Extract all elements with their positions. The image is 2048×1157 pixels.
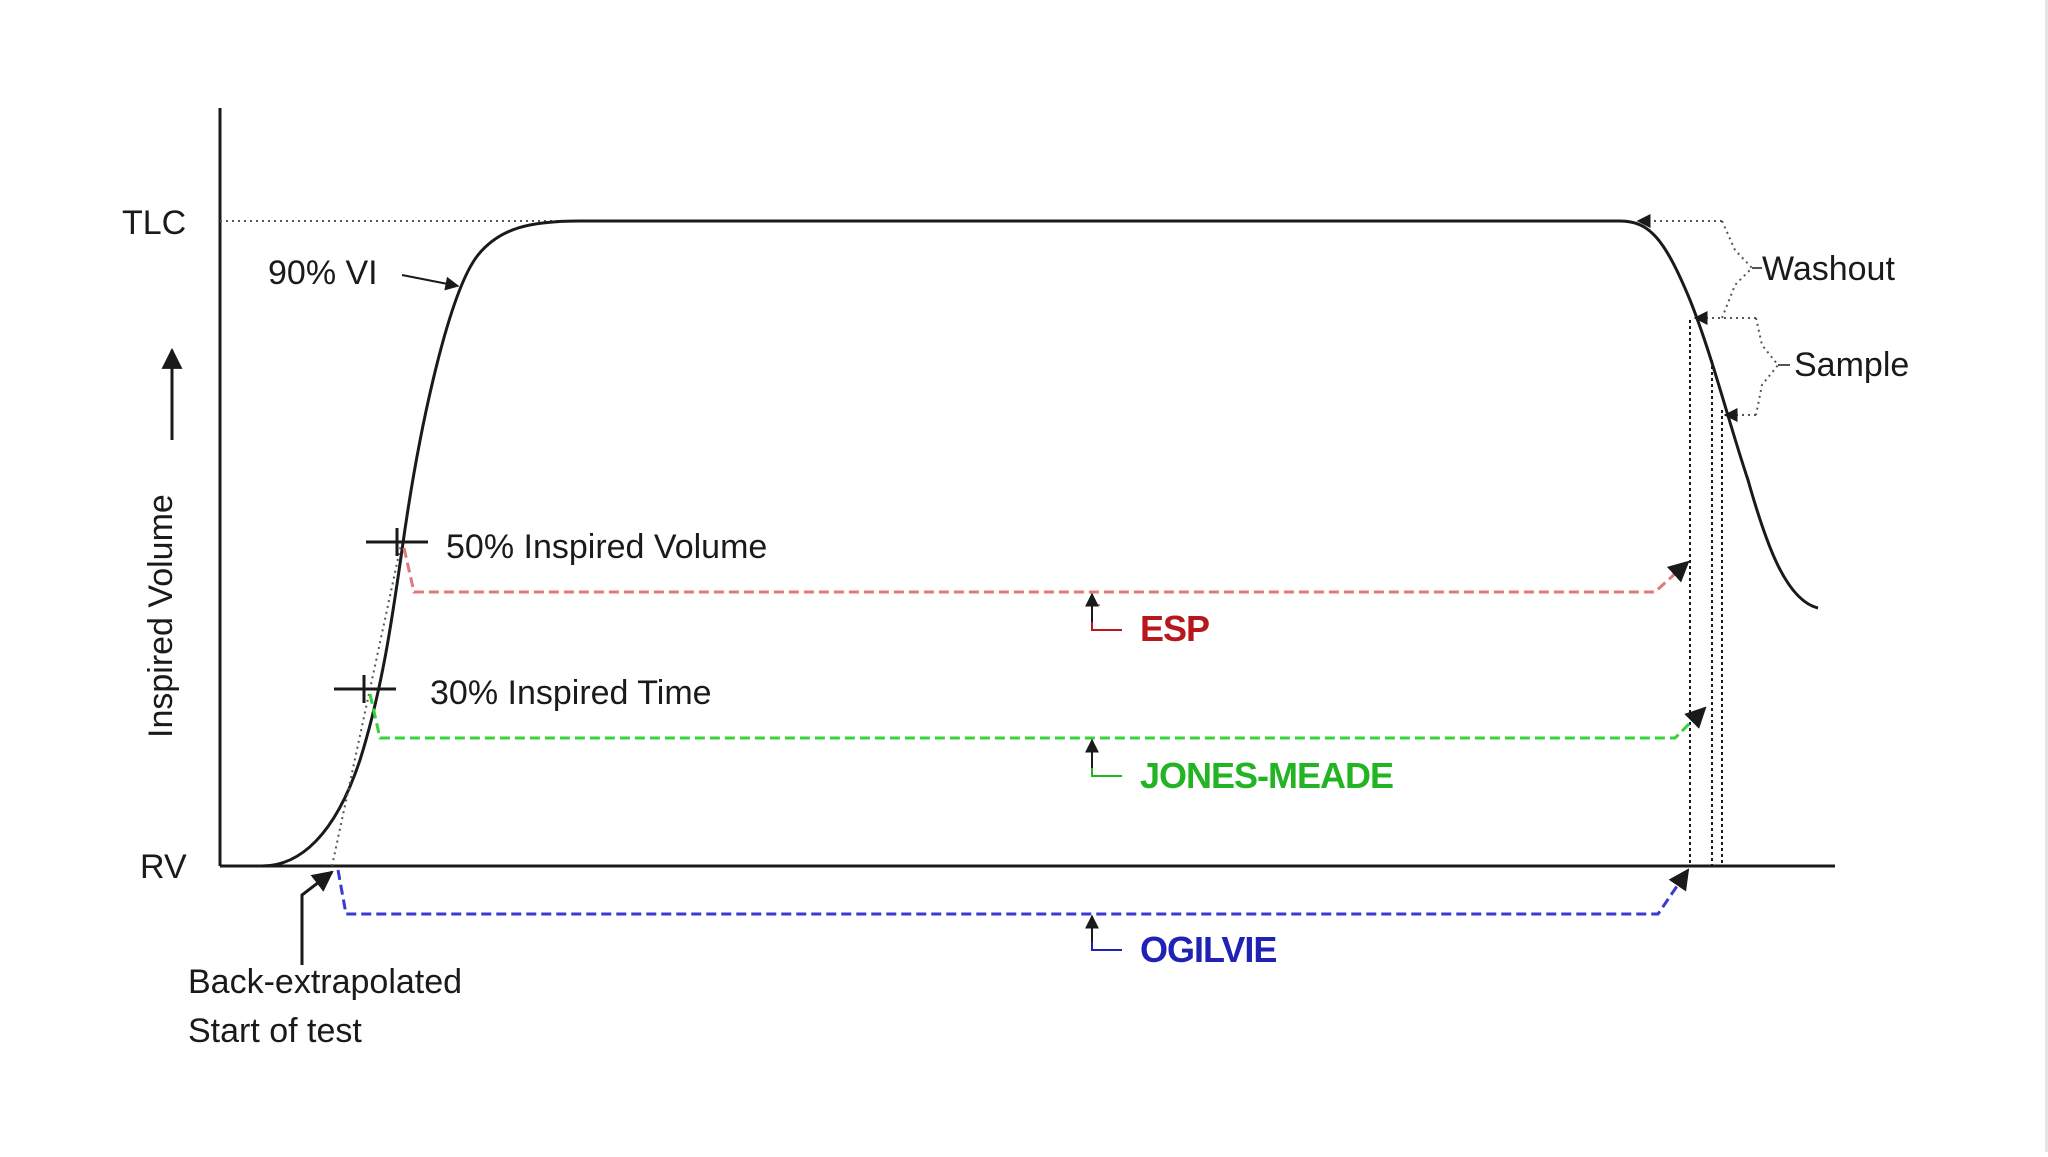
back-extrapolated-label-line2: Start of test (188, 1012, 362, 1050)
sample-bracket (1755, 317, 1780, 416)
volume-curve (220, 219, 1819, 868)
y-axis-label: Inspired Volume (142, 494, 180, 738)
esp-pointer (1091, 604, 1100, 622)
ogilvie-label-leader (1091, 942, 1122, 951)
esp-dashed-line (402, 547, 1690, 594)
tlc-label: TLC (122, 204, 186, 242)
vi90-pointer (401, 274, 460, 291)
vi90-label: 90% VI (268, 254, 378, 292)
back-extrapolated-label-line1: Back-extrapolated (188, 963, 462, 1001)
back-extrapolation-line (331, 539, 403, 867)
esp-label-leader (1091, 622, 1122, 631)
inspired-time-30-label: 30% Inspired Time (430, 674, 712, 712)
esp-timing (402, 547, 1690, 631)
right-border (2045, 0, 2048, 1152)
back-extrapolated-pointer (300, 870, 334, 965)
esp-label: ESP (1140, 608, 1209, 649)
ogilvie-timing (336, 868, 1690, 951)
jones-meade-dashed-line (368, 693, 1707, 740)
washout-label: Washout (1762, 250, 1895, 288)
jones-meade-timing (368, 693, 1707, 777)
jones-meade-label-leader (1091, 768, 1122, 777)
jones-meade-label: JONES-MEADE (1140, 755, 1393, 796)
ogilvie-label: OGILVIE (1140, 929, 1276, 970)
inspired-volume-50-label: 50% Inspired Volume (446, 528, 767, 566)
sample-label: Sample (1794, 346, 1909, 384)
ogilvie-dashed-line (336, 868, 1690, 916)
rv-label: RV (140, 848, 187, 886)
washout-bracket (1721, 220, 1754, 319)
